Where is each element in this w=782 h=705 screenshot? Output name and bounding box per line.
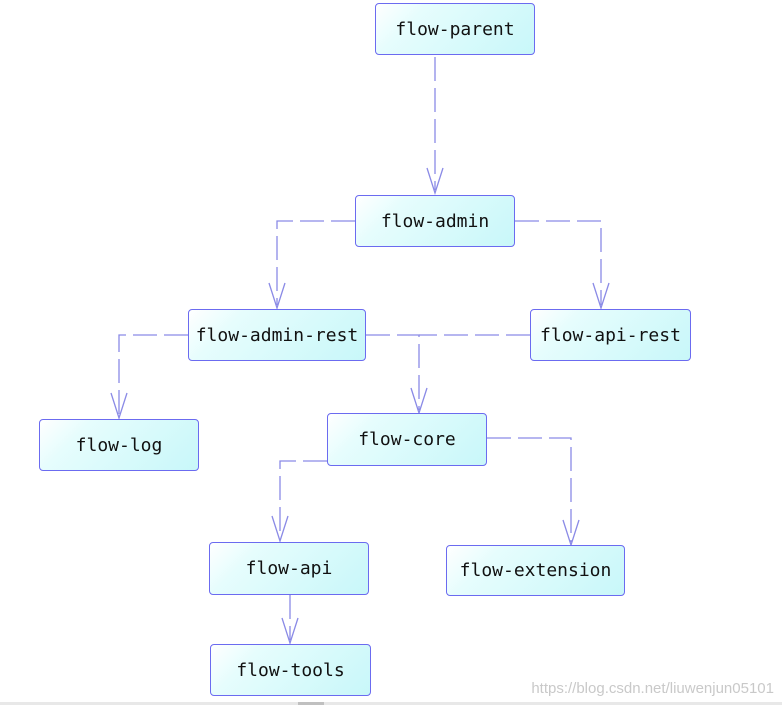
edge-core-extension — [487, 437, 572, 542]
node-flow-core[interactable]: flow-core — [327, 413, 487, 466]
node-flow-api-rest[interactable]: flow-api-rest — [530, 309, 691, 361]
node-flow-admin-rest[interactable]: flow-admin-rest — [188, 309, 366, 361]
edge-admin-admin-rest — [276, 220, 355, 305]
node-label: flow-core — [358, 429, 456, 450]
edge-admin-rest-log — [118, 334, 188, 415]
edge-admin-rest-core — [366, 334, 420, 410]
node-label: flow-extension — [459, 560, 612, 581]
node-flow-admin[interactable]: flow-admin — [355, 195, 515, 247]
node-flow-parent[interactable]: flow-parent — [375, 3, 535, 55]
node-flow-extension[interactable]: flow-extension — [446, 545, 625, 596]
arrowhead-admin — [426, 167, 444, 196]
node-flow-log[interactable]: flow-log — [39, 419, 199, 471]
node-label: flow-log — [75, 434, 163, 456]
node-label: flow-api-rest — [540, 324, 681, 346]
arrowhead-api — [271, 515, 289, 544]
node-label: flow-admin — [380, 210, 490, 232]
arrowhead-tools — [281, 617, 299, 646]
arrowhead-api-rest — [592, 282, 610, 311]
node-flow-api[interactable]: flow-api — [209, 542, 369, 595]
arrowhead-admin-rest — [268, 282, 286, 311]
edge-admin-api-rest — [515, 220, 602, 305]
node-label: flow-parent — [395, 18, 515, 40]
arrowhead-log — [110, 392, 128, 421]
horizontal-scrollbar[interactable] — [0, 702, 782, 705]
scrollbar-thumb[interactable] — [298, 702, 324, 705]
node-flow-tools[interactable]: flow-tools — [210, 644, 371, 696]
watermark: https://blog.csdn.net/liuwenjun05101 — [531, 680, 774, 697]
edge-core-api — [279, 460, 327, 538]
node-label: flow-api — [245, 558, 333, 579]
node-label: flow-tools — [236, 659, 345, 681]
node-label: flow-admin-rest — [195, 324, 359, 346]
